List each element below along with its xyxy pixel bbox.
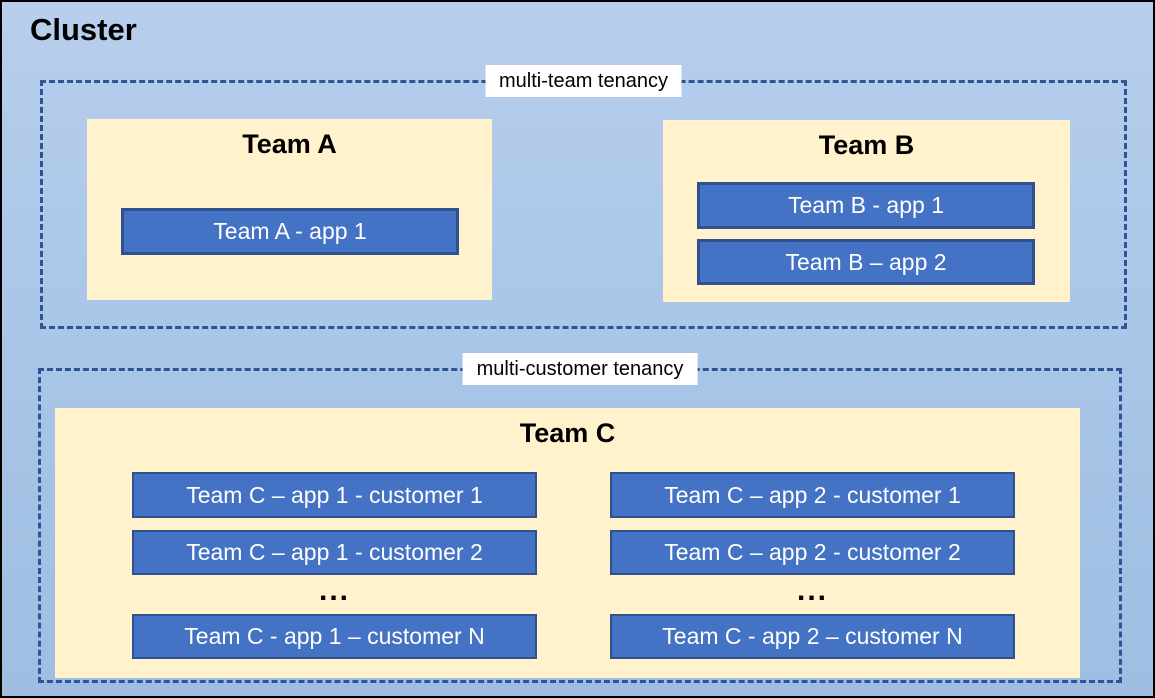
team-c-app-2-customer-2-box: Team C – app 2 - customer 2 — [610, 530, 1015, 575]
team-c-app-1-customer-2-box: Team C – app 1 - customer 2 — [132, 530, 537, 575]
team-a-app-1-box: Team A - app 1 — [121, 208, 459, 255]
team-c-title: Team C — [519, 418, 616, 448]
team-c-app-1-customer-1-box: Team C – app 1 - customer 1 — [132, 472, 537, 518]
team-c-app-2-column: Team C – app 2 - customer 1 Team C – app… — [610, 472, 1015, 665]
multi-customer-tenancy-group: multi-customer tenancy Team C Team C – a… — [38, 353, 1122, 683]
team-b-app-2-box: Team B – app 2 — [697, 239, 1035, 285]
team-b-app-1-box: Team B - app 1 — [697, 182, 1035, 229]
team-a-box: Team A Team A - app 1 — [87, 119, 492, 300]
team-c-app-1-customer-n-box: Team C - app 1 – customer N — [132, 614, 537, 659]
multi-customer-tenancy-label: multi-customer tenancy — [462, 353, 698, 385]
cluster-title: Cluster — [30, 12, 137, 47]
team-c-app-1-ellipsis: ... — [318, 574, 350, 607]
team-c-app-2-customer-1-box: Team C – app 2 - customer 1 — [610, 472, 1015, 518]
team-c-app-1-column: Team C – app 1 - customer 1 Team C – app… — [132, 472, 537, 665]
team-c-box: Team C Team C – app 1 - customer 1 Team … — [55, 408, 1080, 678]
team-c-app-2-ellipsis: ... — [796, 574, 828, 607]
multi-team-tenancy-label: multi-team tenancy — [485, 65, 682, 97]
multi-team-tenancy-group: multi-team tenancy Team A Team A - app 1… — [40, 65, 1127, 329]
team-b-box: Team B Team B - app 1 Team B – app 2 — [663, 120, 1070, 302]
team-c-app-2-customer-n-box: Team C - app 2 – customer N — [610, 614, 1015, 659]
team-b-title: Team B — [818, 130, 915, 160]
team-a-title: Team A — [242, 129, 337, 159]
